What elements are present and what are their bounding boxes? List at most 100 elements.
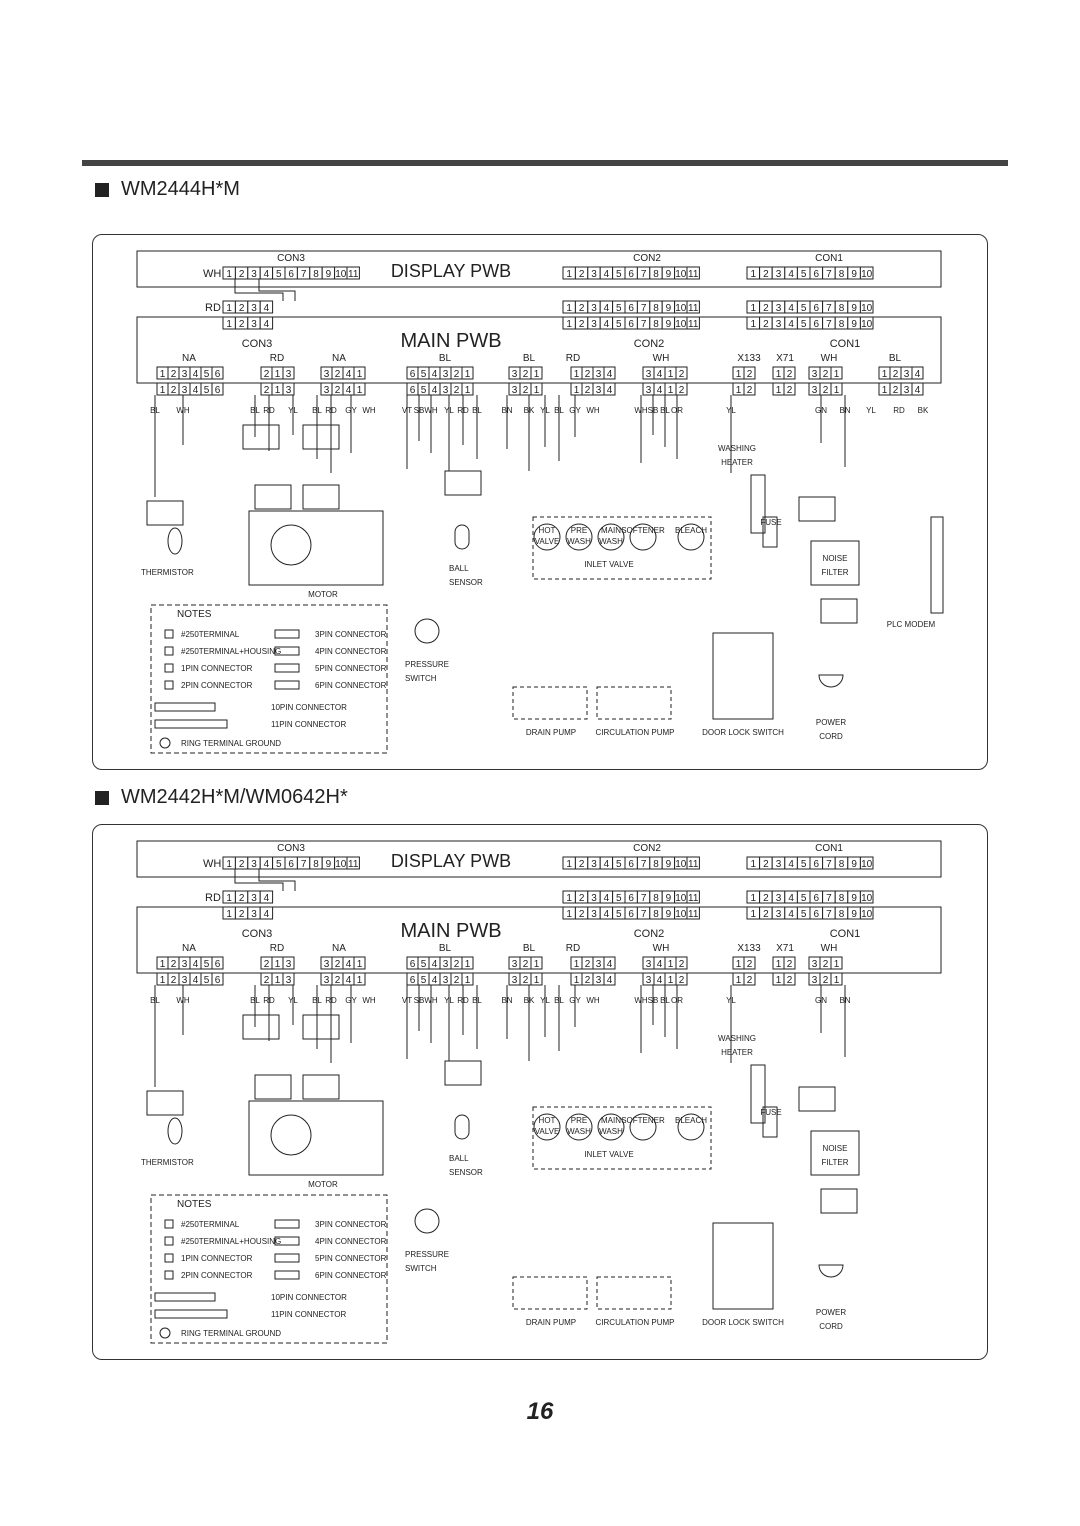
pin-number: 9	[666, 893, 672, 904]
pin-number: 2	[171, 369, 177, 380]
pin-number: 3	[286, 385, 292, 396]
pin-number: 1	[534, 385, 540, 396]
cord-label: CORD	[819, 732, 843, 741]
motor-symbol	[270, 524, 312, 566]
pin-number: 5	[801, 859, 807, 870]
plc-modem-connector	[930, 516, 944, 614]
pin-number: 1	[668, 959, 674, 970]
note-text: #250TERMINAL	[181, 630, 240, 639]
pin-number: 6	[628, 269, 634, 280]
connector-pin	[461, 366, 474, 380]
pin-number: 7	[826, 893, 832, 904]
pin-number: 1	[668, 369, 674, 380]
pin-number: 2	[523, 369, 529, 380]
notes-frame	[150, 1194, 388, 1344]
pin-number: 1	[357, 975, 363, 986]
pin-number: 1	[226, 909, 232, 920]
main-con1-label: CON1	[830, 928, 861, 940]
note-text: 1PIN CONNECTOR	[181, 664, 253, 673]
pin-number: 1	[668, 975, 674, 986]
pin-number: 3	[591, 893, 597, 904]
power-label: POWER	[816, 718, 846, 727]
pin-number: 2	[454, 975, 460, 986]
valve-label: BLEACH	[675, 526, 707, 535]
pin-number: 4	[788, 269, 794, 280]
connector-block	[798, 496, 836, 522]
pin-number: 9	[666, 303, 672, 314]
ball-sensor-symbol	[454, 1114, 470, 1140]
connector-pin	[461, 972, 474, 986]
pin-number: 8	[653, 859, 659, 870]
pin-number: 2	[585, 959, 591, 970]
valve-label: HOT	[539, 1116, 556, 1125]
note-symbol	[274, 629, 300, 639]
pin-number: 1	[736, 385, 742, 396]
pin-number: 1	[834, 385, 840, 396]
pin-number: 2	[823, 369, 829, 380]
connector-pin	[911, 366, 924, 380]
pin-number: 6	[215, 959, 221, 970]
pin-number: 1	[834, 975, 840, 986]
connector-pin	[686, 856, 700, 870]
pin-number: 1	[566, 893, 572, 904]
display-pwb-box	[136, 840, 942, 878]
pin-number: 3	[776, 909, 782, 920]
motor-label: MOTOR	[308, 1180, 338, 1189]
pin-number: 2	[579, 303, 585, 314]
valve-label: MAIN	[601, 526, 621, 535]
pin-number: 1	[566, 859, 572, 870]
pin-number: 5	[616, 893, 622, 904]
note-text: 2PIN CONNECTOR	[181, 1271, 253, 1280]
note-text: 11PIN CONNECTOR	[271, 720, 346, 729]
pin-number: 3	[512, 959, 518, 970]
connector-block	[820, 1188, 858, 1214]
wire-color-label: YL	[866, 406, 876, 415]
cord-label: CORD	[819, 1322, 843, 1331]
pin-number: 3	[776, 893, 782, 904]
pin-number: 3	[646, 369, 652, 380]
connector-pin	[530, 382, 543, 396]
note-symbol	[274, 1253, 300, 1263]
pin-number: 2	[239, 893, 245, 904]
pin-number: 1	[160, 385, 166, 396]
pin-number: 9	[851, 269, 857, 280]
pin-number: 2	[747, 959, 753, 970]
note-symbol	[154, 702, 216, 712]
filter-label: FILTER	[822, 1158, 849, 1167]
pin-number: 3	[904, 369, 910, 380]
wire-color-label: RD	[893, 406, 905, 415]
pin-number: 5	[801, 269, 807, 280]
pin-number: 6	[814, 859, 820, 870]
valve-label: PRE	[571, 1116, 587, 1125]
pin-number: 2	[264, 369, 270, 380]
pin-number: 2	[523, 975, 529, 986]
pin-number: 1	[751, 859, 757, 870]
inlet-valve-group	[532, 1106, 712, 1170]
pin-number: 1	[882, 385, 888, 396]
pin-number: 6	[814, 909, 820, 920]
ball-sensor-symbol	[454, 524, 470, 550]
note-symbol	[274, 1219, 300, 1229]
pin-number: 2	[239, 303, 245, 314]
pin-number: 4	[193, 959, 199, 970]
inlet-valve-group	[532, 516, 712, 580]
pin-number: 2	[763, 319, 769, 330]
note-text: 5PIN CONNECTOR	[315, 664, 387, 673]
pin-number: 2	[523, 385, 529, 396]
drain-pump-box	[512, 1276, 588, 1310]
pin-number: 9	[666, 859, 672, 870]
pin-number: 3	[324, 385, 330, 396]
connector-pin	[911, 382, 924, 396]
pin-number: 7	[826, 269, 832, 280]
pin-number: 3	[591, 269, 597, 280]
pin-number: 9	[326, 269, 332, 280]
pin-number: 1	[534, 959, 540, 970]
wire	[234, 279, 284, 301]
pin-number: 9	[851, 319, 857, 330]
pin-number: 4	[264, 909, 270, 920]
pressure-switch-symbol	[414, 618, 440, 644]
pin-number: 2	[335, 975, 341, 986]
pin-number: 5	[204, 385, 210, 396]
valve-symbol	[565, 1113, 593, 1141]
pin-number: 6	[628, 909, 634, 920]
